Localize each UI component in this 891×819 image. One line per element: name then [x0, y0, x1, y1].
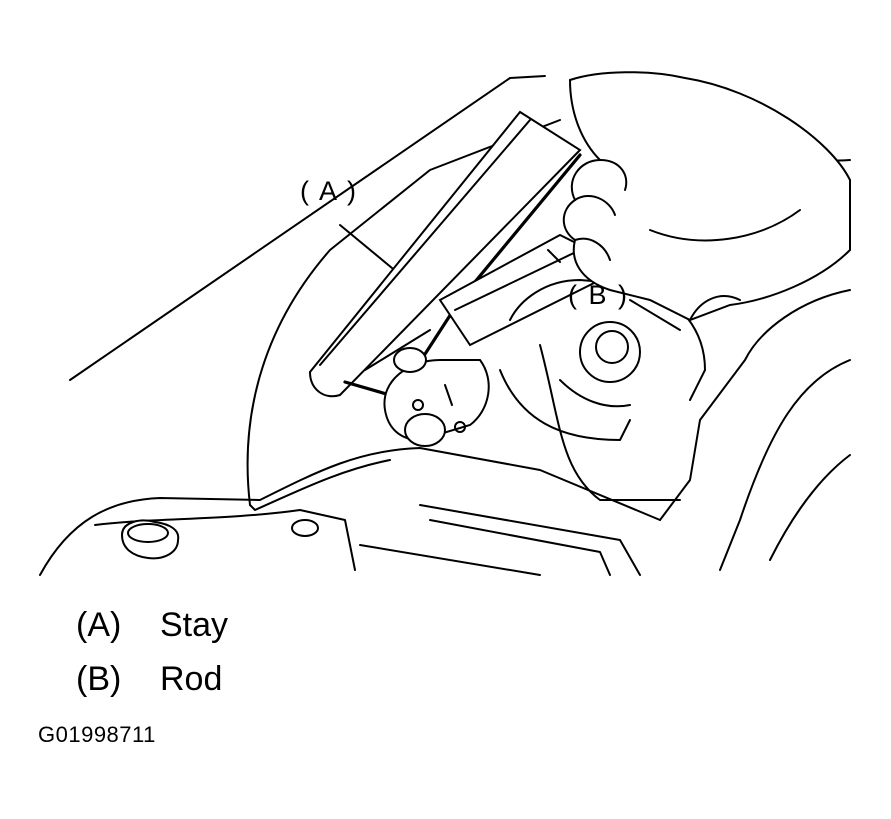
callout-label-b: ( B )	[568, 280, 629, 310]
legend-key: (A)	[76, 606, 122, 644]
stay-bar	[308, 110, 582, 398]
transmission-case	[499, 279, 706, 441]
legend-key: (B)	[76, 660, 122, 698]
legend-label: Stay	[160, 606, 229, 644]
legend-row-a: (A) Stay	[76, 606, 228, 645]
bolt-icon	[120, 519, 180, 560]
legend-row-b: (B) Rod	[76, 660, 222, 699]
figure-code: G01998711	[38, 722, 156, 747]
callout-label-a: ( A )	[300, 176, 359, 206]
legend-label: Rod	[160, 660, 223, 698]
leader-lines	[339, 224, 681, 331]
crossmember	[39, 447, 661, 576]
shift-linkage-illustration	[39, 71, 851, 576]
hand-icon	[562, 71, 851, 322]
